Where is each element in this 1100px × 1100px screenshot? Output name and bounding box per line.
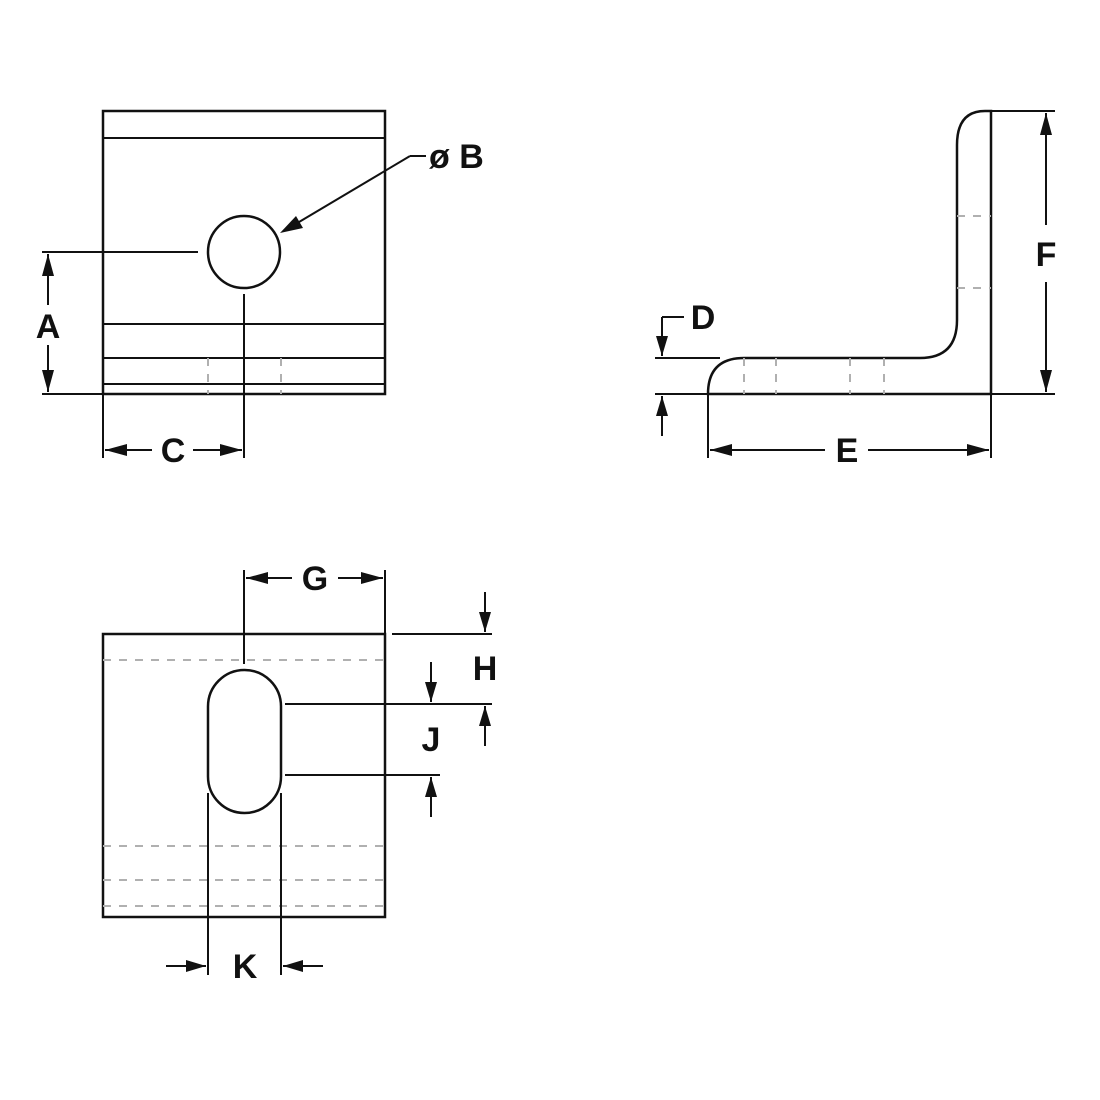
bracket-profile: [706, 109, 993, 396]
dimension-h-arrow-up: [479, 706, 491, 726]
dimension-f-arrow-up: [1040, 113, 1052, 135]
dimension-c-label: C: [161, 432, 186, 470]
dimension-a: A: [36, 251, 198, 395]
dimension-k: K: [166, 793, 323, 986]
dimension-g-arrow-left: [246, 572, 268, 584]
dimension-a-label: A: [36, 308, 61, 346]
dimension-j-arrow-down: [425, 682, 437, 702]
dimension-k-label: K: [233, 948, 258, 986]
dimension-a-arrow-up: [42, 254, 54, 276]
dimension-e-arrow-right: [967, 444, 989, 456]
dimension-d: D: [655, 299, 720, 436]
dimension-b: ø B: [280, 138, 484, 233]
dimension-b-leader: [293, 155, 411, 226]
dimension-h: H: [392, 592, 497, 746]
dimension-e-arrow-left: [710, 444, 732, 456]
dimension-h-label: H: [473, 650, 498, 688]
dimension-d-label: D: [691, 299, 716, 337]
dimension-c: C: [102, 294, 245, 470]
dimension-h-arrow-down: [479, 612, 491, 632]
top-view: G H J K: [101, 560, 497, 986]
front-view: A ø B C: [36, 109, 484, 470]
side-view: D E F: [655, 109, 1057, 470]
mounting-hole: [206, 214, 282, 290]
dimension-d-arrow-down: [656, 336, 668, 356]
dimension-g-arrow-right: [361, 572, 383, 584]
dimension-e: E: [707, 394, 992, 470]
dimension-g: G: [243, 560, 386, 664]
dimension-k-arrow-left: [283, 960, 303, 972]
dimension-j-arrow-up: [425, 777, 437, 797]
dimension-d-arrow-up: [656, 396, 668, 416]
dimension-c-arrow-left: [105, 444, 127, 456]
dimension-j: J: [285, 662, 492, 817]
dimension-a-arrow-down: [42, 370, 54, 392]
mounting-slot: [206, 668, 283, 815]
dimension-b-label: ø B: [429, 138, 484, 176]
dimension-c-arrow-right: [220, 444, 242, 456]
dimension-e-label: E: [836, 432, 859, 470]
dimension-j-label: J: [422, 721, 441, 759]
dimension-k-arrow-right: [186, 960, 206, 972]
dimension-f: F: [991, 110, 1057, 395]
dimension-g-label: G: [302, 560, 328, 598]
dimension-f-label: F: [1036, 236, 1057, 274]
dimension-b-arrow: [280, 216, 303, 233]
dimension-f-arrow-down: [1040, 370, 1052, 392]
